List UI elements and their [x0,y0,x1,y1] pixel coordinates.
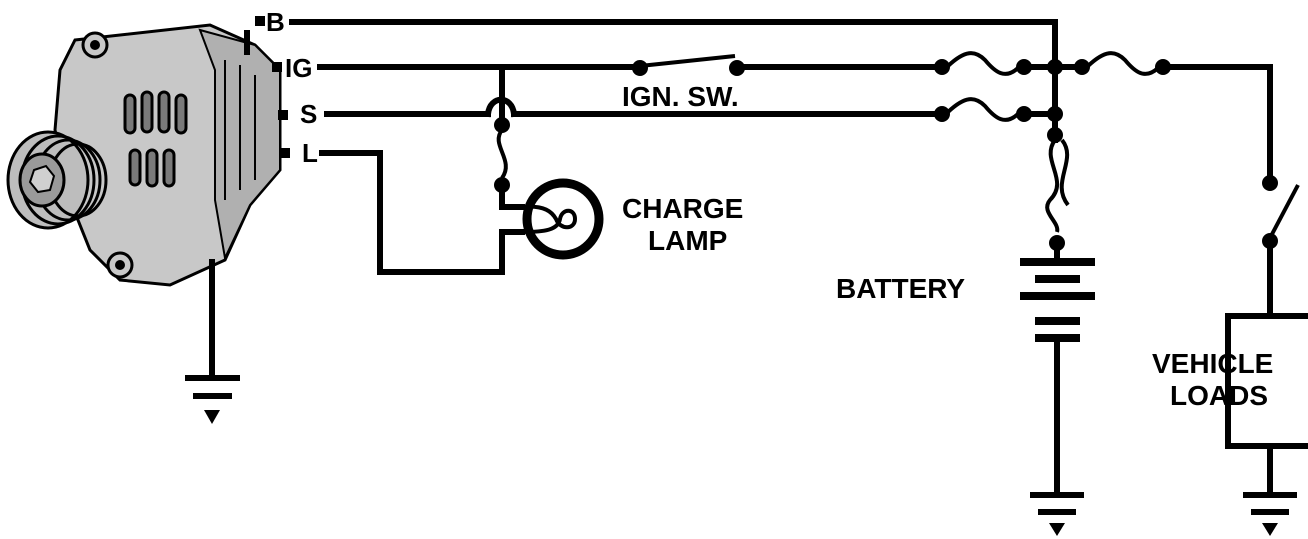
battery [1020,138,1095,495]
load-switch [1262,175,1300,318]
ignition-switch-label: IGN. SW. [622,81,739,112]
terminal-b-label: B [266,7,285,37]
loads-ground [1243,492,1297,536]
battery-ground [1030,492,1084,536]
l-terminal-wire [319,150,525,275]
s-terminal-wire [324,96,1058,122]
vehicle-loads-label-line1: VEHICLE [1152,348,1273,379]
vehicle-loads-box [1225,313,1308,495]
terminal-l-label: L [302,138,318,168]
charge-lamp-label-line1: CHARGE [622,193,743,224]
b-terminal-wire [289,19,1058,143]
charge-lamp-label-line2: LAMP [648,225,727,256]
pulley [6,130,108,230]
terminal-s-label: S [300,99,317,129]
alternator [6,23,282,287]
ig-to-lamp-wire [494,64,525,210]
alternator-ground [185,259,240,424]
battery-label: BATTERY [836,273,965,304]
charge-lamp [521,178,604,260]
terminal-stubs [255,16,290,158]
vehicle-loads-label-line2: LOADS [1170,380,1268,411]
ig-terminal-wire [317,51,1273,181]
terminal-ig-label: IG [285,53,312,83]
